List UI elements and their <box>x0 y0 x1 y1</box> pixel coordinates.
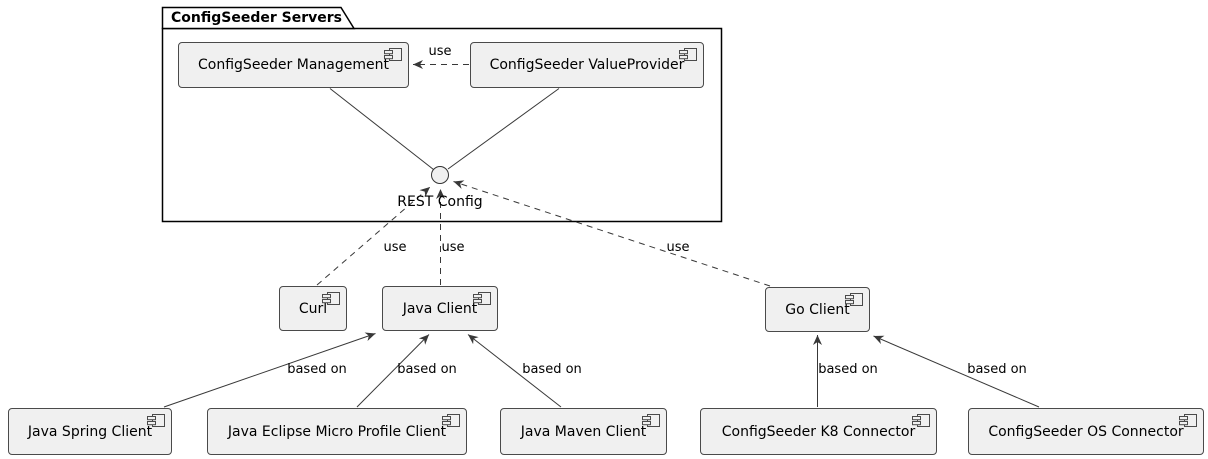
component-icon <box>147 414 165 427</box>
component-icon <box>473 292 491 305</box>
component-configseeder-k8-connector: ConfigSeeder K8 Connector <box>700 408 937 455</box>
interface-rest-config-circle <box>431 166 449 184</box>
component-label: Go Client <box>785 301 850 318</box>
component-java-client: Java Client <box>382 286 498 331</box>
edge-eclipseclient-javaclient <box>356 334 430 408</box>
component-label: ConfigSeeder ValueProvider <box>489 57 685 73</box>
edge-osconnector-goclient <box>873 335 1040 408</box>
component-label: Java Maven Client <box>520 423 647 440</box>
edge-label-use-top: use <box>428 44 452 59</box>
edge-curl-restconfig <box>316 186 431 286</box>
component-icon <box>442 414 460 427</box>
component-configseeder-management: ConfigSeeder Management <box>178 42 409 88</box>
component-label: Java Client <box>402 300 478 317</box>
component-icon <box>322 292 340 305</box>
edge-label-use-go: use <box>666 240 690 255</box>
component-label: Curl <box>298 300 328 317</box>
component-label: Java Eclipse Micro Profile Client <box>227 423 447 440</box>
package-tab-outline <box>161 6 356 30</box>
edge-label-use-curl: use <box>383 240 407 255</box>
edge-springclient-javaclient <box>163 332 376 408</box>
component-icon <box>912 414 930 427</box>
interface-rest-config-label: REST Config <box>397 194 483 210</box>
component-icon <box>845 293 863 306</box>
component-label: ConfigSeeder OS Connector <box>988 423 1184 440</box>
edge-label-basedon-os: based on <box>967 362 1027 377</box>
component-curl: Curl <box>279 286 347 331</box>
edge-goclient-restconfig <box>453 180 771 287</box>
edge-management-restconfig <box>329 88 434 170</box>
component-java-eclipse-micro-profile-client: Java Eclipse Micro Profile Client <box>207 408 467 455</box>
package-title: ConfigSeeder Servers <box>171 10 342 26</box>
component-go-client: Go Client <box>765 287 870 332</box>
component-java-spring-client: Java Spring Client <box>8 408 172 455</box>
component-label: ConfigSeeder Management <box>198 57 389 73</box>
edge-label-basedon-spring: based on <box>287 362 347 377</box>
component-icon <box>679 48 697 61</box>
component-configseeder-os-connector: ConfigSeeder OS Connector <box>968 408 1204 455</box>
edge-label-basedon-maven: based on <box>522 362 582 377</box>
component-configseeder-valueprovider: ConfigSeeder ValueProvider <box>470 42 704 88</box>
component-java-maven-client: Java Maven Client <box>500 408 667 455</box>
component-label: ConfigSeeder K8 Connector <box>721 423 916 440</box>
edge-mavenclient-javaclient <box>467 334 562 408</box>
component-label: Java Spring Client <box>27 423 153 440</box>
edge-label-use-java: use <box>441 240 465 255</box>
edge-label-basedon-eclipse: based on <box>397 362 457 377</box>
component-icon <box>384 48 402 61</box>
edge-valueprovider-restconfig <box>447 88 560 170</box>
edge-label-basedon-k8: based on <box>818 362 878 377</box>
component-icon <box>1179 414 1197 427</box>
component-icon <box>642 414 660 427</box>
